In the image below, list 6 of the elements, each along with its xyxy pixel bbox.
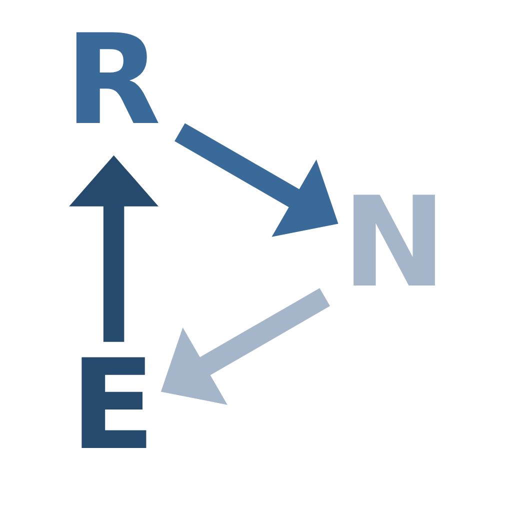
node-text: N (342, 170, 446, 316)
arrow (174, 122, 338, 236)
node-text: E (70, 332, 155, 478)
arrow (160, 288, 330, 404)
arrow (68, 154, 158, 342)
node-text: R (64, 8, 160, 153)
